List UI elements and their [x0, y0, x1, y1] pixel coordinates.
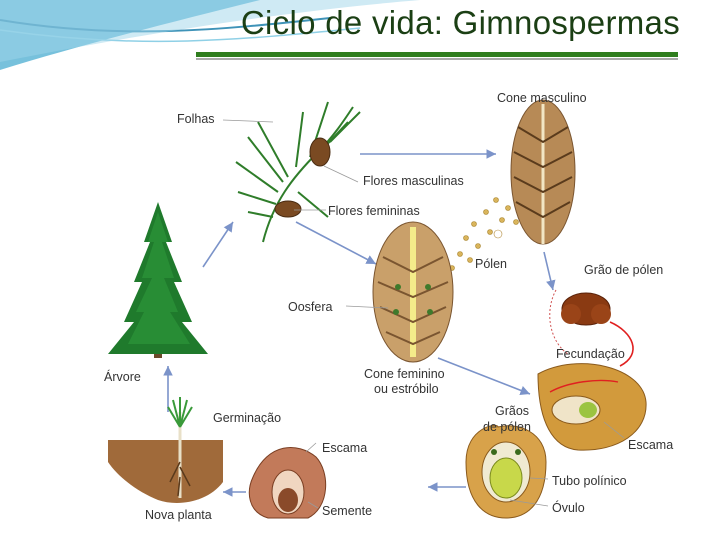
label-flores-femininas: Flores femininas [328, 204, 420, 218]
dotted-outline [549, 289, 569, 355]
label-folhas: Folhas [177, 112, 215, 126]
new-plant-illustration [108, 397, 223, 503]
pollen-dots [449, 197, 519, 271]
cycle-arrows [163, 149, 556, 497]
label-leader-lines [222, 119, 625, 509]
label-cone-feminino-1: Cone feminino [364, 367, 445, 381]
title-underline-shadow [196, 58, 678, 60]
title-underline [196, 52, 678, 57]
label-polen: Pólen [475, 257, 507, 271]
pollen-tube-ovule-illustration [465, 424, 547, 519]
label-flores-masculinas: Flores masculinas [363, 174, 464, 188]
male-cone-illustration [510, 99, 576, 245]
label-nova-planta: Nova planta [145, 508, 212, 522]
label-ovulo: Óvulo [552, 500, 585, 515]
label-fecundacao: Fecundação [556, 347, 625, 361]
label-arvore: Árvore [104, 369, 141, 384]
label-cone-feminino-2: ou estróbilo [374, 382, 439, 396]
pollen-grain-illustration [561, 292, 611, 326]
arrow-to-female-cone [295, 221, 377, 265]
label-escama-left: Escama [322, 441, 367, 455]
female-cone-illustration [372, 221, 454, 363]
arrow-to-pollen-grains [437, 357, 531, 395]
label-tubo-polinico: Tubo polínico [552, 474, 627, 488]
tree-illustration [108, 202, 208, 358]
gymnosperm-life-cycle-diagram: Folhas Cone masculino Flores masculinas … [98, 82, 683, 524]
label-graos-de-polen-1: Grãos [495, 404, 529, 418]
branch-illustration [235, 101, 361, 243]
ovule-section-illustration [537, 363, 647, 451]
label-grao-de-polen: Grão de pólen [584, 263, 663, 277]
seed-illustration [248, 446, 327, 519]
slide-title: Ciclo de vida: Gimnospermas [240, 4, 680, 41]
label-cone-masculino: Cone masculino [497, 91, 587, 105]
label-oosfera: Oosfera [288, 300, 333, 314]
arrow-to-branch [202, 221, 234, 268]
label-graos-de-polen-2: de pólen [483, 420, 531, 434]
label-germinacao: Germinação [213, 411, 281, 425]
fertilization-line [609, 321, 634, 367]
label-escama-right: Escama [628, 438, 673, 452]
decorative-swoosh [0, 0, 420, 70]
arrow-to-pollen-grain [543, 251, 556, 291]
label-semente: Semente [322, 504, 372, 518]
